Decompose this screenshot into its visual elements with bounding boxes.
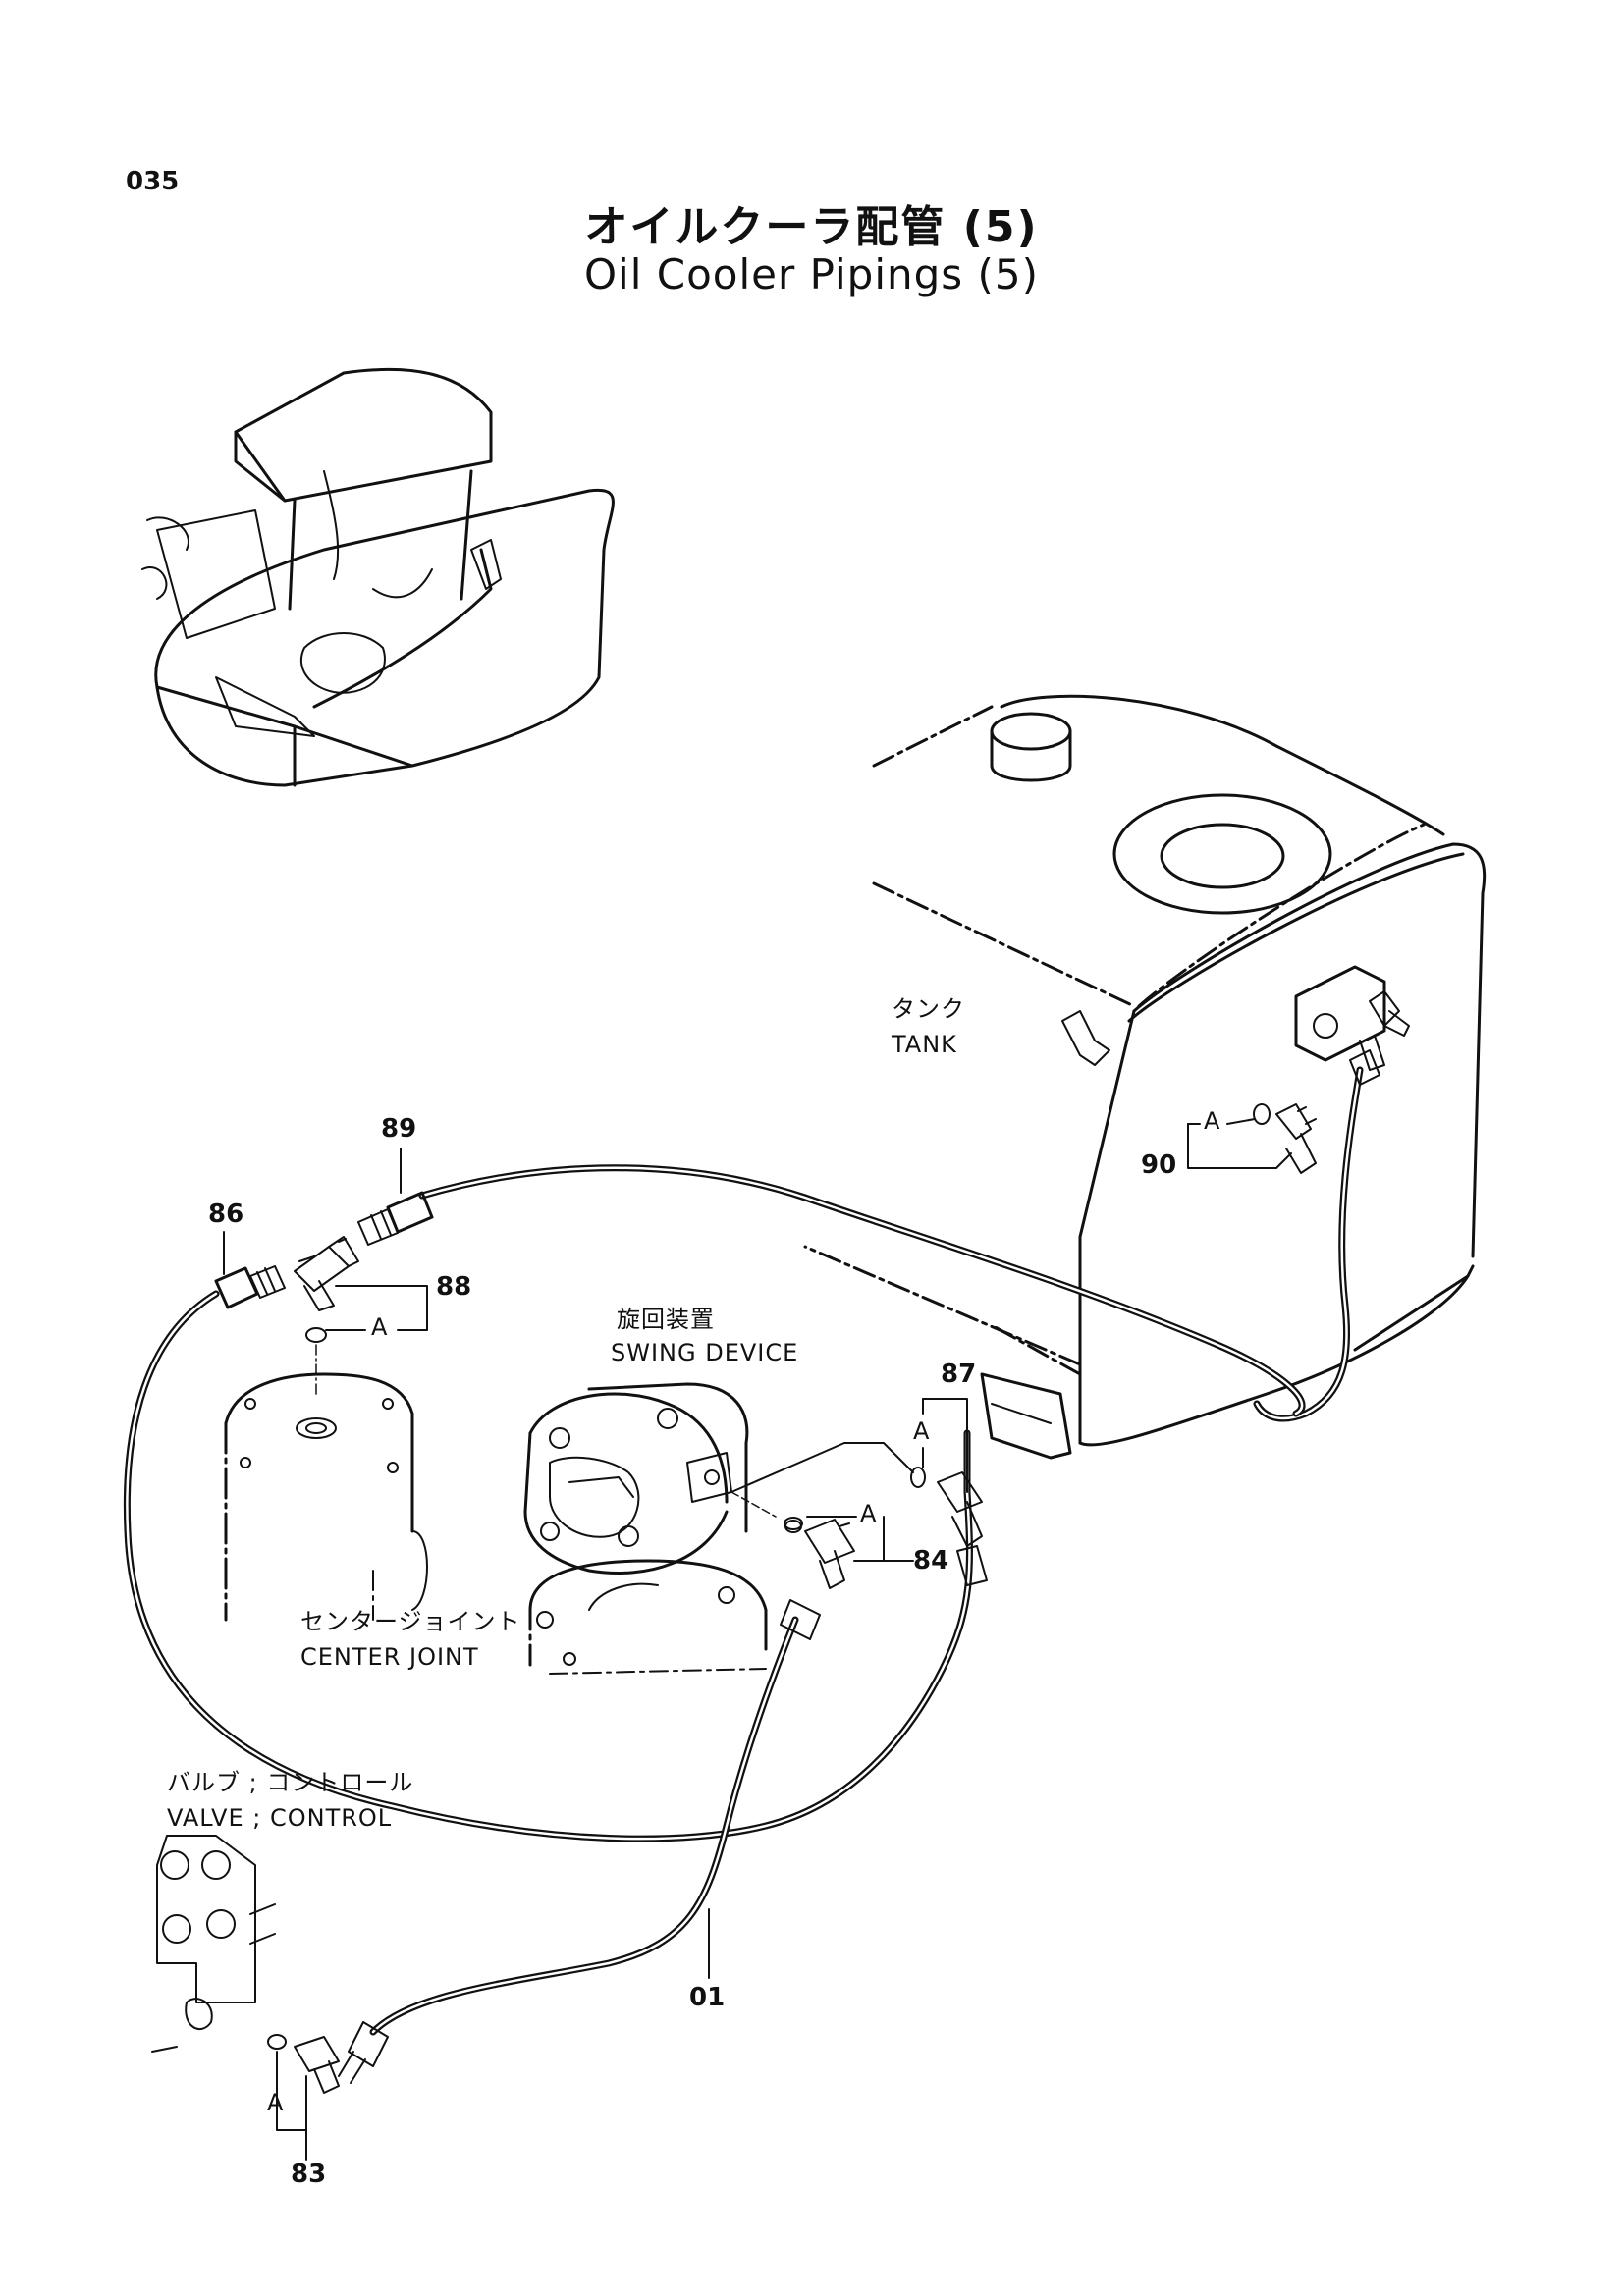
- part-number-89: 89: [381, 1114, 417, 1144]
- control-valve-drawing: [151, 1835, 340, 2094]
- swing-device-label-en: SWING DEVICE: [611, 1339, 799, 1366]
- part-number-84: 84: [913, 1546, 949, 1575]
- part-number-90: 90: [1141, 1150, 1177, 1180]
- leader-lines: [223, 1118, 1292, 2161]
- fitting-90: [1253, 1103, 1317, 1174]
- part-number-88: 88: [436, 1272, 472, 1302]
- ref-marker-a-84: A: [860, 1500, 877, 1527]
- part-number-01: 01: [689, 1983, 726, 2012]
- swing-device-label-ja: 旋回装置: [617, 1306, 715, 1333]
- title-japanese: オイルクーラ配管 (5): [584, 202, 1039, 252]
- control-valve-label-ja: バルブ ; コントロール: [167, 1769, 414, 1796]
- part-number-86: 86: [208, 1200, 244, 1229]
- control-valve-label-en: VALVE ; CONTROL: [167, 1804, 393, 1832]
- fitting-87: [910, 1467, 988, 1586]
- fitting-86: [214, 1265, 286, 1309]
- hydraulic-tank: [803, 694, 1487, 1460]
- hose-01: [338, 1599, 821, 2084]
- machine-overview-sketch: [141, 367, 615, 787]
- swing-device-port-leader: [730, 1442, 914, 1493]
- fitting-84: [730, 1491, 855, 1589]
- tank-label-ja: タンク: [892, 995, 965, 1023]
- ref-marker-a-88: A: [371, 1313, 388, 1341]
- center-joint-drawing: [224, 1372, 428, 1622]
- center-joint-loop-hose: [123, 1290, 973, 1842]
- o-ring-88: [305, 1327, 327, 1343]
- fitting-89: [357, 1191, 434, 1246]
- swing-device-drawing: [523, 1382, 768, 1675]
- long-loop-hose: [418, 1164, 1306, 1417]
- part-number-87: 87: [941, 1360, 977, 1389]
- page-number: 035: [126, 167, 180, 196]
- center-joint-label-ja: センタージョイント: [300, 1608, 521, 1635]
- ref-marker-a-87: A: [913, 1417, 930, 1445]
- fitting-88: [294, 1236, 359, 1311]
- center-joint-label-en: CENTER JOINT: [300, 1643, 479, 1671]
- ref-marker-a-90: A: [1204, 1107, 1220, 1135]
- tank-return-hose: [1253, 1049, 1380, 1422]
- title-english: Oil Cooler Pipings (5): [584, 250, 1039, 298]
- part-number-83: 83: [291, 2160, 327, 2189]
- tank-label-en: TANK: [892, 1031, 957, 1058]
- ref-marker-a-83: A: [267, 2089, 284, 2116]
